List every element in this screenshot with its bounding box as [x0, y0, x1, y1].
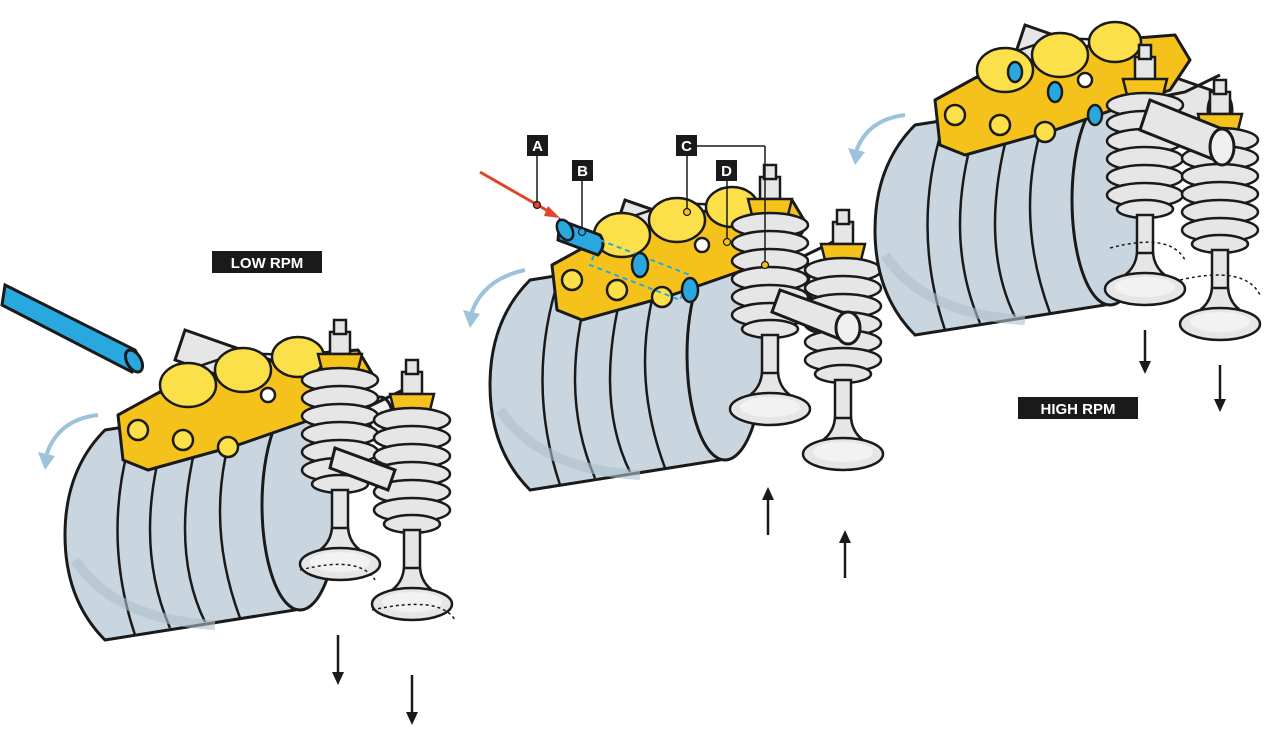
callout-c-text: C	[681, 138, 692, 155]
high-rpm-label: HIGH RPM	[1018, 397, 1138, 419]
curved-arrow-icon	[853, 113, 906, 156]
high-rpm-assembly	[848, 20, 1262, 412]
callout-b: B	[572, 160, 593, 181]
straight-arrow-icon	[1139, 330, 1226, 412]
curved-arrow-icon	[468, 268, 526, 319]
low-rpm-label: LOW RPM	[212, 251, 322, 273]
straight-arrow-icon	[762, 487, 851, 578]
callout-lines	[479, 145, 770, 270]
callout-a: A	[527, 135, 548, 156]
straight-arrow-icon	[332, 635, 418, 725]
callout-d-text: D	[721, 163, 732, 180]
synchronizing-pin	[0, 282, 140, 374]
low-rpm-assembly	[0, 282, 456, 725]
low-rpm-text: LOW RPM	[231, 255, 304, 272]
high-rpm-text: HIGH RPM	[1041, 401, 1116, 418]
callout-a-text: A	[532, 138, 543, 155]
callout-b-text: B	[577, 163, 588, 180]
callout-c: C	[676, 135, 697, 156]
callout-d: D	[716, 160, 737, 181]
transition-assembly: A B C D	[463, 135, 885, 578]
curved-arrow-icon	[43, 413, 99, 461]
